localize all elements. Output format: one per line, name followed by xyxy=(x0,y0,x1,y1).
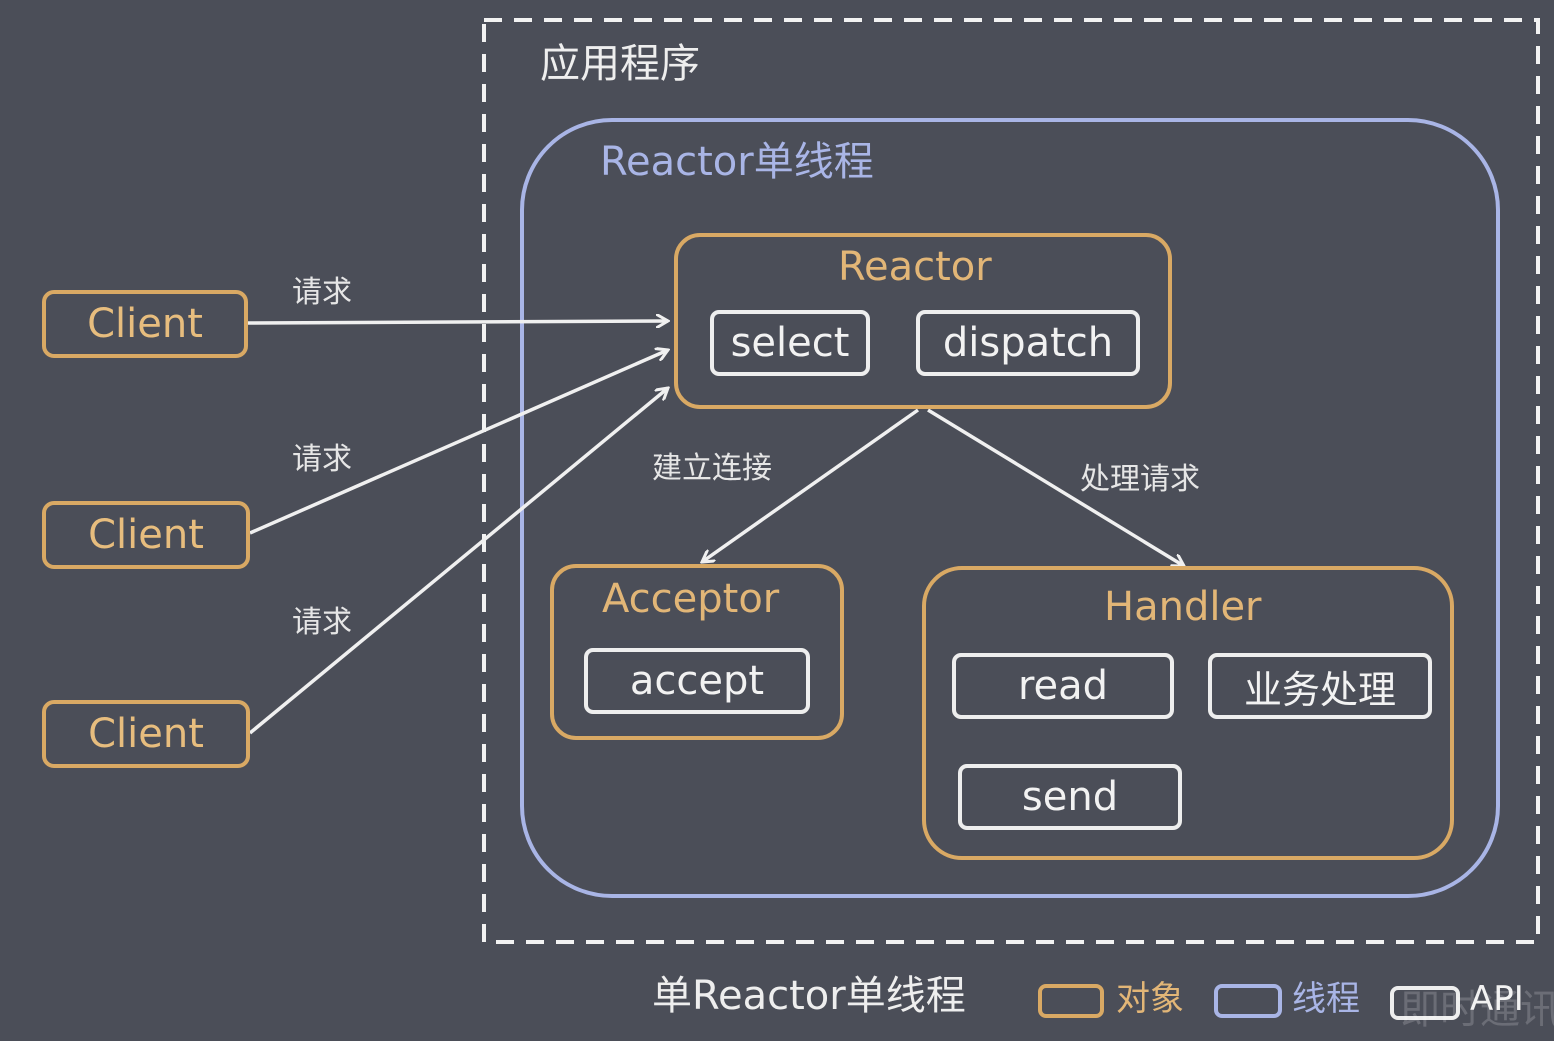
application-boundary xyxy=(482,18,1540,944)
dispatch-api: dispatch xyxy=(916,310,1140,376)
request-arrow-1 xyxy=(247,321,668,323)
legend-api-swatch xyxy=(1390,986,1460,1020)
acceptor-title: Acceptor xyxy=(602,576,780,622)
business-api: 业务处理 xyxy=(1208,653,1432,719)
legend-object-swatch xyxy=(1038,984,1104,1018)
request-label-3: 请求 xyxy=(292,605,352,640)
request-arrow-2 xyxy=(249,350,668,535)
watermark-logo: 即时通讯 xyxy=(1400,987,1554,1033)
read-api: read xyxy=(952,653,1174,719)
handle-label: 处理请求 xyxy=(1080,462,1200,497)
legend-api-label: API xyxy=(1470,979,1524,1019)
legend-thread-swatch xyxy=(1214,984,1282,1018)
handler-box xyxy=(922,566,1454,860)
request-label-2: 请求 xyxy=(292,442,352,477)
select-api: select xyxy=(710,310,870,376)
handler-title: Handler xyxy=(1104,584,1262,630)
application-title: 应用程序 xyxy=(540,41,700,87)
connect-arrow xyxy=(702,408,920,562)
legend-object-label: 对象 xyxy=(1116,979,1184,1019)
reactor-box xyxy=(674,233,1172,409)
handle-arrow xyxy=(927,408,1184,566)
acceptor-box xyxy=(550,564,844,740)
diagram-caption: 单Reactor单线程 xyxy=(652,973,966,1019)
client-box-2: Client xyxy=(42,501,250,569)
client-box-3: Client xyxy=(42,700,250,768)
accept-api: accept xyxy=(584,648,810,714)
legend-thread-label: 线程 xyxy=(1292,979,1360,1019)
connect-label: 建立连接 xyxy=(652,451,772,486)
request-label-1: 请求 xyxy=(292,275,352,310)
thread-title: Reactor单线程 xyxy=(600,139,874,185)
request-arrow-3 xyxy=(248,388,668,735)
reactor-title: Reactor xyxy=(838,244,992,290)
send-api: send xyxy=(958,764,1182,830)
client-box-1: Client xyxy=(42,290,248,358)
